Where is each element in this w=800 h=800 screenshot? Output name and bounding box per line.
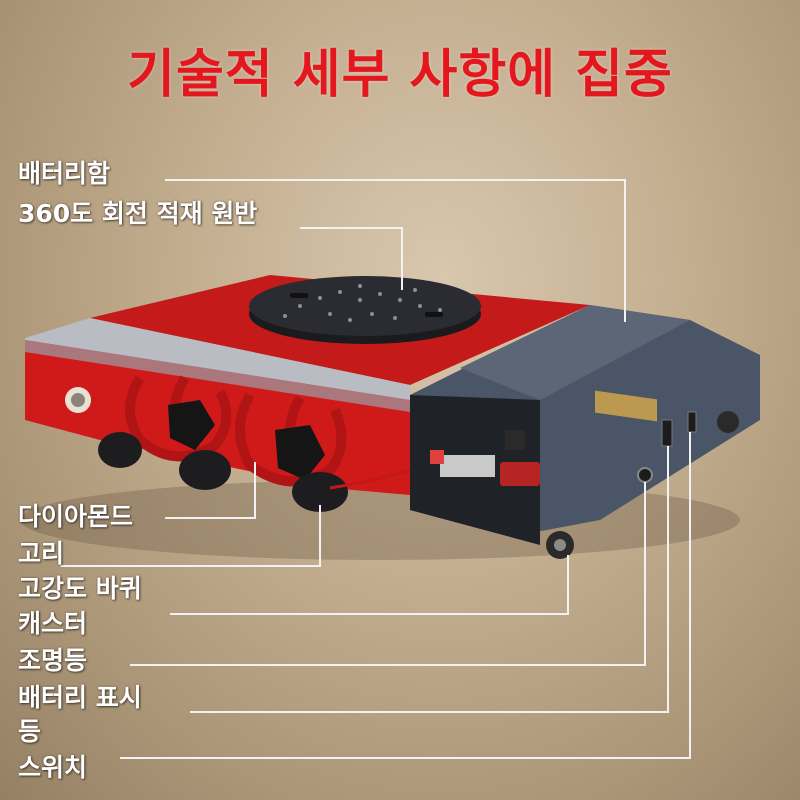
wheel-1 [98, 432, 142, 468]
turntable-holes [283, 284, 442, 322]
connector-grey [440, 455, 495, 477]
callout-battery-box: 배터리함 [18, 159, 111, 188]
battery-box-top [460, 305, 690, 400]
callout-diamond: 다이아몬드 [18, 502, 134, 531]
battery-box-label [595, 390, 657, 422]
callout-light: 조명등 [18, 646, 88, 675]
dolly-side-rail [25, 318, 410, 405]
diamond-cover-1 [168, 400, 215, 450]
callout-wheel: 고강도 바퀴 [18, 574, 142, 603]
wheel-3 [292, 472, 348, 512]
switch-body [687, 411, 697, 433]
callout-ring: 고리 [18, 539, 65, 568]
leader-lines [60, 179, 691, 759]
callout-indicator-2: 등 [18, 717, 42, 746]
diamond-cover-2 [275, 425, 325, 480]
light-lens [637, 467, 653, 483]
turntable-disc [249, 276, 481, 336]
indicator-window [661, 419, 673, 447]
callout-turntable: 360도 회전 적재 원반 [18, 199, 258, 228]
callout-caster: 캐스터 [18, 609, 88, 638]
callout-indicator-1: 배터리 표시 [18, 683, 142, 712]
wheel-2 [179, 450, 231, 490]
caster-wheel-2 [717, 411, 739, 433]
page-title: 기술적 세부 사항에 집중 [127, 45, 673, 105]
callout-switch: 스위치 [18, 753, 88, 782]
